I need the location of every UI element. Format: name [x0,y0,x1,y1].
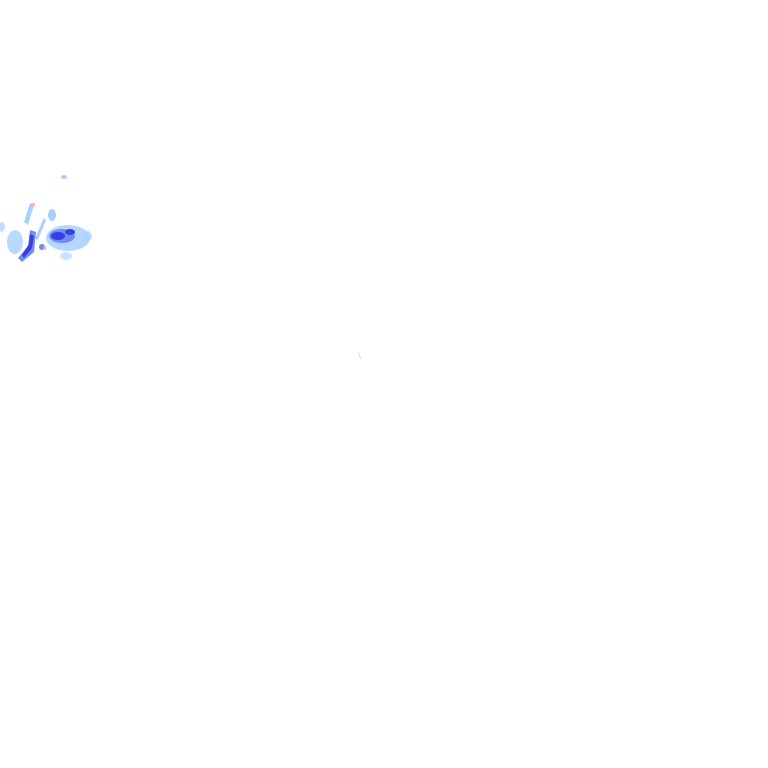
light-echo [24,203,34,225]
light-echo [84,231,92,241]
light-echo [60,252,72,260]
light-echo [48,209,56,221]
light-echo [61,175,67,179]
heavy-echo [22,234,34,258]
light-echo [35,218,46,240]
mixed-echo [43,246,47,250]
heavy-echo [65,229,75,235]
light-echo [7,230,23,254]
precipitation-cluster [0,175,92,262]
light-echo [0,222,5,232]
mixed-echo [31,203,35,207]
moderate-echo [39,244,45,250]
heavy-echo [51,232,65,240]
faint-echo [357,351,362,360]
